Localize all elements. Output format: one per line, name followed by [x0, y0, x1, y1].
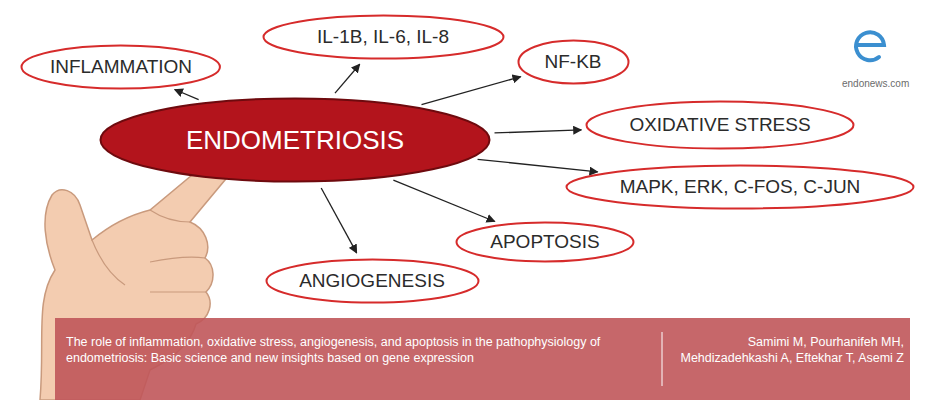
article-title-box: The role of inflammation, oxidative stre…	[66, 334, 651, 367]
topic-text: ANGIOGENESIS	[299, 270, 445, 292]
topic-ellipse: INFLAMMATION	[20, 44, 221, 90]
arrow-connector	[422, 77, 521, 105]
topic-ellipse: APOPTOSIS	[455, 221, 635, 263]
topic-ellipse: MAPK, ERK, C-FOS, C-JUN	[565, 164, 915, 210]
central-ellipse: ENDOMETRIOSIS	[99, 97, 491, 183]
topic-text: INFLAMMATION	[50, 56, 192, 78]
logo-text: endonews.com	[842, 77, 904, 90]
topic-text: MAPK, ERK, C-FOS, C-JUN	[620, 176, 861, 198]
arrow-connector	[335, 64, 360, 93]
author-list: Samimi M, Pourhanifeh MH, Mehdizadehkash…	[676, 334, 904, 367]
arrow-connector	[321, 188, 356, 253]
topic-ellipse: ANGIOGENESIS	[265, 258, 480, 304]
topic-ellipse: IL-1B, IL-6, IL-8	[262, 14, 505, 60]
author-list-box: Samimi M, Pourhanifeh MH, Mehdizadehkash…	[676, 334, 904, 367]
arrow-connector	[175, 90, 199, 100]
topic-ellipse: OXIDATIVE STRESS	[585, 100, 855, 150]
logo-text-box: endonews.com	[842, 77, 904, 90]
topic-text: APOPTOSIS	[490, 231, 599, 253]
logo-symbol	[856, 32, 884, 60]
arrow-connector	[393, 180, 494, 221]
central-title: ENDOMETRIOSIS	[186, 125, 404, 156]
arrow-connector	[478, 159, 598, 172]
article-title: The role of inflammation, oxidative stre…	[66, 334, 651, 367]
topic-ellipse: NF-KB	[517, 39, 630, 85]
topic-text: IL-1B, IL-6, IL-8	[317, 26, 449, 48]
topic-text: OXIDATIVE STRESS	[629, 114, 810, 136]
topic-text: NF-KB	[545, 51, 602, 73]
arrow-connector	[495, 130, 582, 133]
title-banner	[55, 318, 910, 400]
banner-divider	[662, 332, 663, 386]
